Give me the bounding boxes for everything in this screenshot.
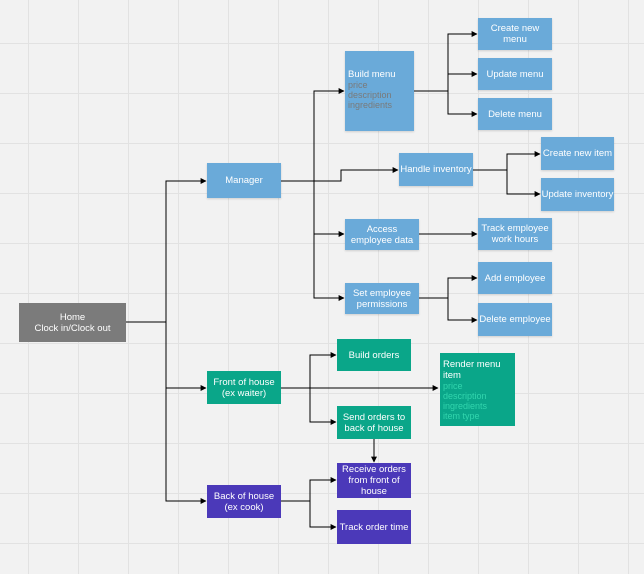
home-node-label-line-2: Clock in/Clock out	[34, 322, 111, 334]
build-menu-node-detail-description: description	[348, 90, 392, 100]
delete-menu-node-label: Delete menu	[488, 108, 542, 120]
track-order-time-node[interactable]: Track order time	[337, 510, 411, 544]
delete-employee-node[interactable]: Delete employee	[478, 303, 552, 336]
connector-home-manager	[126, 178, 207, 323]
connector-back-of-house-receive-orders	[281, 477, 337, 502]
create-new-item-node[interactable]: Create new item	[541, 137, 614, 170]
set-employee-permissions-node-label-line-2: permissions	[356, 298, 408, 310]
home-node-label-line-1: Home	[59, 311, 86, 323]
add-employee-node[interactable]: Add employee	[478, 262, 552, 294]
update-menu-node-label: Update menu	[486, 68, 544, 80]
render-menu-item-node[interactable]: Render menu item price description ingre…	[440, 353, 515, 426]
build-menu-node[interactable]: Build menu price description ingredients	[345, 51, 414, 131]
back-of-house-node-label-line-2: (ex cook)	[224, 501, 264, 513]
render-menu-item-node-title-line-2: item	[443, 370, 461, 381]
connector-manager-set-employee-permissions	[313, 234, 345, 301]
manager-node-label: Manager	[225, 175, 263, 186]
render-menu-item-node-detail-description: description	[443, 391, 487, 401]
connector-back-of-house-track-order-time	[309, 501, 337, 530]
back-of-house-node-label-line-1: Back of house	[213, 490, 275, 502]
connector-front-of-house-send-orders	[309, 388, 337, 425]
connector-manager-handle-inventory	[314, 167, 399, 182]
manager-node[interactable]: Manager	[207, 163, 281, 198]
create-new-menu-node[interactable]: Create new menu	[478, 18, 552, 50]
receive-orders-node-label-line-1: Receive orders	[342, 464, 406, 475]
connector-front-of-house-build-orders	[281, 352, 337, 389]
delete-menu-node[interactable]: Delete menu	[478, 98, 552, 130]
create-new-item-node-label: Create new item	[542, 148, 613, 159]
add-employee-node-label: Add employee	[484, 272, 546, 284]
access-employee-data-node-label-line-1: Access	[366, 223, 398, 235]
connector-home-back-of-house	[165, 322, 207, 504]
handle-inventory-node-label: Handle inventory	[400, 164, 472, 175]
build-menu-node-detail-price: price	[348, 80, 368, 90]
update-inventory-node[interactable]: Update inventory	[541, 178, 614, 211]
send-orders-node-label-line-2: back of house	[344, 422, 404, 434]
build-orders-node[interactable]: Build orders	[337, 339, 411, 371]
front-of-house-node-label-line-1: Front of house	[213, 376, 275, 388]
build-menu-node-title: Build menu	[348, 69, 396, 80]
set-employee-permissions-node[interactable]: Set employee permissions	[345, 283, 419, 314]
send-orders-to-back-of-house-node[interactable]: Send orders to back of house	[337, 406, 411, 439]
access-employee-data-node[interactable]: Access employee data	[345, 219, 419, 250]
connector-manager-access-employee-data	[313, 181, 345, 237]
home-node[interactable]: Home Clock in/Clock out	[19, 303, 126, 342]
connector-set-employee-permissions-add-employee	[419, 275, 478, 299]
connector-home-front-of-house	[165, 322, 207, 391]
connector-build-menu-create-new-menu	[414, 31, 478, 92]
front-of-house-node[interactable]: Front of house (ex waiter)	[207, 371, 281, 404]
track-order-time-node-label: Track order time	[339, 521, 409, 533]
create-new-menu-node-label-line-2: menu	[503, 34, 527, 45]
connector-set-employee-permissions-delete-employee	[447, 298, 478, 323]
receive-orders-from-front-of-house-node[interactable]: Receive orders from front of house	[337, 463, 411, 498]
create-new-menu-node-label-line-1: Create new	[490, 23, 540, 34]
render-menu-item-node-detail-ingredients: ingredients	[443, 401, 488, 411]
delete-employee-node-label: Delete employee	[479, 314, 551, 325]
receive-orders-node-label-line-2: from front of	[348, 475, 400, 486]
front-of-house-node-label-line-2: (ex waiter)	[221, 387, 267, 399]
set-employee-permissions-node-label-line-1: Set employee	[352, 287, 412, 299]
connector-handle-inventory-update-inventory	[506, 170, 541, 197]
track-employee-work-hours-node-label-line-1: Track employee	[481, 223, 549, 234]
build-orders-node-label: Build orders	[348, 349, 400, 361]
back-of-house-node[interactable]: Back of house (ex cook)	[207, 485, 281, 518]
handle-inventory-node[interactable]: Handle inventory	[399, 153, 473, 186]
track-employee-work-hours-node-label-line-2: work hours	[491, 234, 539, 245]
send-orders-node-label-line-1: Send orders to	[342, 411, 406, 423]
update-inventory-node-label: Update inventory	[541, 189, 614, 200]
receive-orders-node-label-line-3: house	[361, 486, 387, 497]
connector-handle-inventory-create-new-item	[473, 151, 541, 171]
render-menu-item-node-title-line-1: Render menu	[443, 359, 501, 370]
render-menu-item-node-detail-item-type: item type	[443, 411, 480, 421]
track-employee-work-hours-node[interactable]: Track employee work hours	[478, 218, 552, 250]
connector-build-menu-delete-menu	[447, 91, 478, 117]
build-menu-node-detail-ingredients: ingredients	[348, 100, 393, 110]
update-menu-node[interactable]: Update menu	[478, 58, 552, 90]
access-employee-data-node-label-line-2: employee data	[350, 234, 414, 246]
render-menu-item-node-detail-price: price	[443, 381, 463, 391]
connector-build-menu-update-menu	[447, 71, 478, 91]
connector-manager-build-menu	[281, 88, 345, 182]
